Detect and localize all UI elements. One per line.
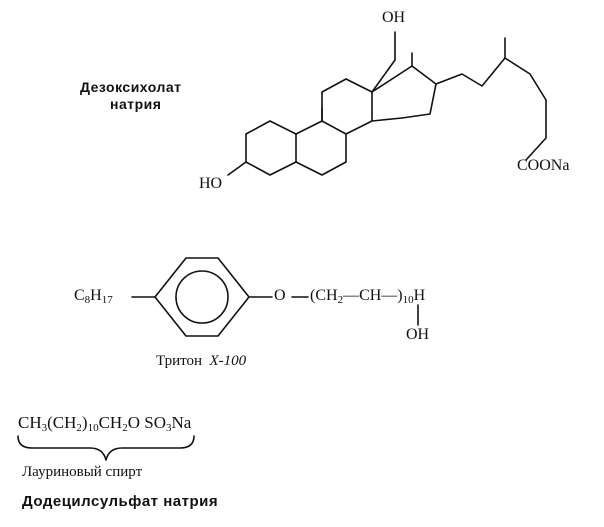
ring-b [295,120,347,176]
benzene-ring [131,257,419,337]
triton-alkyl-group: C8H17 [74,287,113,306]
triton-ether-oxygen: O [274,287,286,304]
oh-top-label: OH [382,9,406,26]
triton-oh-label: OH [406,326,430,343]
ho-left-label: HO [199,175,223,192]
bond-12-oh [371,59,396,93]
lauryl-brace [17,435,195,461]
ring-c [321,78,373,135]
bond-3-oh [227,161,247,176]
deoxycholate-name-line1: Дезоксихолат [80,79,182,95]
side-chain [435,57,547,161]
lauryl-alcohol-label: Лауриновый спирт [22,464,143,480]
sds-name: Додецилсульфат натрия [22,493,219,510]
triton-polyether-chain: (CH2—CH—)10H [310,287,426,306]
steroid-skeleton [227,31,547,176]
ring-d [371,65,437,122]
coona-label: COONa [517,157,570,174]
triton-name: Тритон X-100 [156,353,247,369]
ring-a [245,120,297,176]
deoxycholate-name-line2: натрия [110,96,162,112]
sds-formula: CH3(CH2)10CH2O SO3Na [18,413,192,434]
